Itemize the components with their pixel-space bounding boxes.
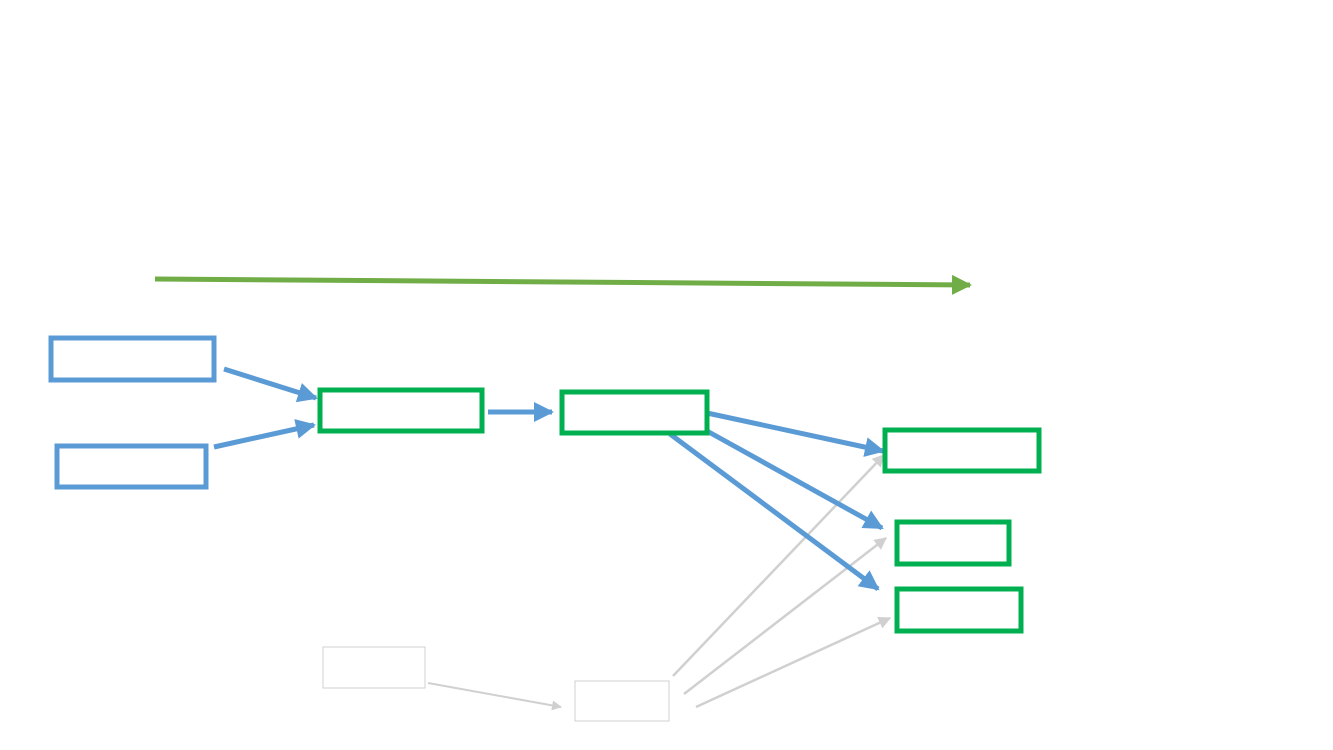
timeline-arrow: [154, 274, 972, 295]
input-box-2: [54, 443, 209, 490]
faded-arrow-to-output-1: [672, 454, 885, 677]
faded-box-2: [574, 680, 670, 722]
output-box-2: [894, 519, 1012, 567]
faded-arrow-box1-to-box2: [427, 682, 562, 711]
faded-box-1: [322, 646, 426, 689]
process-box-1: [317, 387, 485, 434]
flow-connections: [213, 366, 885, 592]
input-box-1: [48, 335, 217, 383]
output-box-1: [882, 427, 1042, 474]
arrow-input-2-to-process-1: [213, 419, 316, 450]
arrow-process-2-to-output-3: [668, 431, 880, 592]
arrow-process-2-to-output-2: [705, 428, 884, 531]
output-box-3: [894, 586, 1024, 634]
faded-arrow-to-output-2: [683, 537, 887, 695]
faded-arrow-to-output-3: [695, 616, 892, 709]
faded-connections: [427, 454, 892, 711]
arrow-input-1-to-process-1: [223, 366, 318, 403]
arrow-process-2-to-output-1: [706, 410, 885, 457]
process-box-2: [559, 389, 710, 436]
